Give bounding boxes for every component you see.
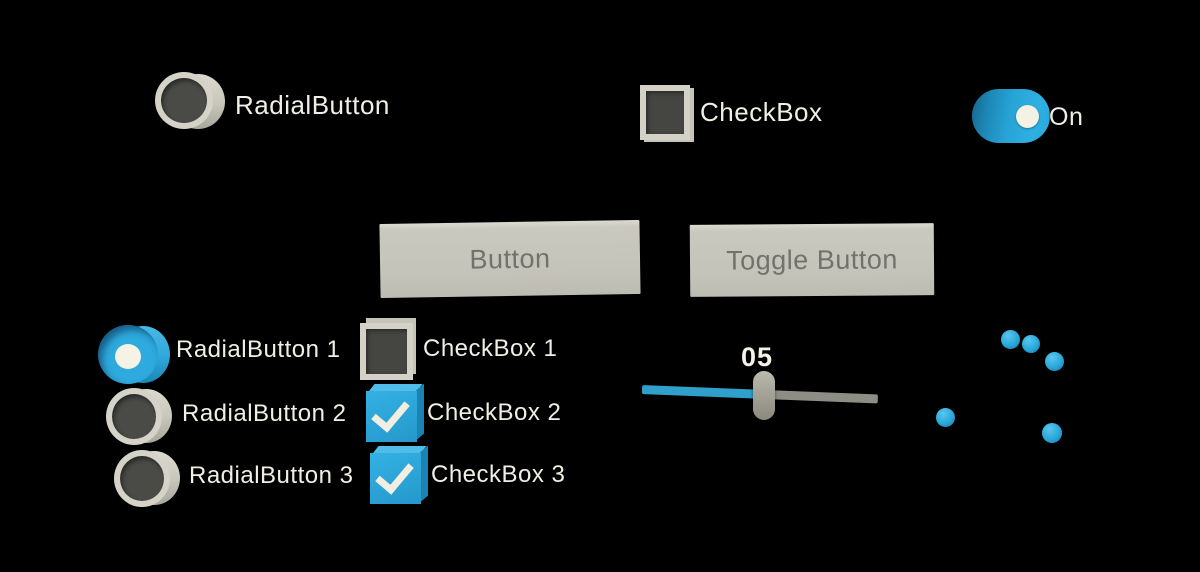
checkbox-1-label: CheckBox 1	[423, 335, 558, 362]
radial-button-3[interactable]	[114, 450, 184, 510]
checkbox-2[interactable]	[366, 383, 424, 446]
checkbox-side-face	[420, 445, 428, 503]
radial-button-2-label: RadialButton 2	[182, 400, 347, 427]
radial-button-1[interactable]	[98, 323, 174, 387]
sphere-icon	[1022, 335, 1040, 353]
sphere-icon	[1045, 352, 1064, 371]
checkbox-3[interactable]	[370, 445, 428, 508]
toggle-button[interactable]: Toggle Button	[689, 223, 935, 297]
toggle-switch[interactable]	[972, 89, 1050, 143]
checkbox-top[interactable]	[640, 85, 696, 143]
checkbox-face	[360, 323, 413, 380]
checkbox-3-label: CheckBox 3	[431, 461, 566, 488]
checkbox-side-face	[416, 383, 424, 441]
toggle-button-label: Toggle Button	[726, 243, 898, 276]
radial-face	[106, 388, 162, 445]
sphere-icon	[936, 408, 955, 427]
radial-button-top-label: RadialButton	[235, 90, 390, 120]
button-label: Button	[469, 242, 551, 275]
radial-face	[114, 450, 170, 507]
radial-button-top[interactable]	[155, 72, 229, 132]
checkbox-face	[370, 453, 421, 504]
checkbox-face	[640, 85, 690, 140]
button[interactable]: Button	[379, 219, 641, 299]
slider[interactable]: 05	[640, 340, 920, 430]
checkbox-top-label: CheckBox	[700, 97, 823, 127]
slider-value: 05	[741, 342, 774, 372]
radial-button-3-label: RadialButton 3	[189, 462, 354, 489]
toggle-state-label: On	[1049, 103, 1084, 131]
checkbox-face	[366, 391, 417, 442]
sphere-icon	[1042, 423, 1062, 443]
checkbox-1[interactable]	[360, 318, 418, 382]
checkbox-2-label: CheckBox 2	[427, 399, 562, 426]
radial-selected-dot-icon	[115, 344, 141, 369]
radial-button-2[interactable]	[106, 388, 176, 448]
slider-thumb[interactable]	[753, 371, 775, 420]
radial-button-1-label: RadialButton 1	[176, 336, 341, 363]
toggle-knob-icon[interactable]	[1016, 105, 1039, 128]
radial-face	[155, 72, 213, 129]
sphere-icon	[1001, 330, 1020, 349]
